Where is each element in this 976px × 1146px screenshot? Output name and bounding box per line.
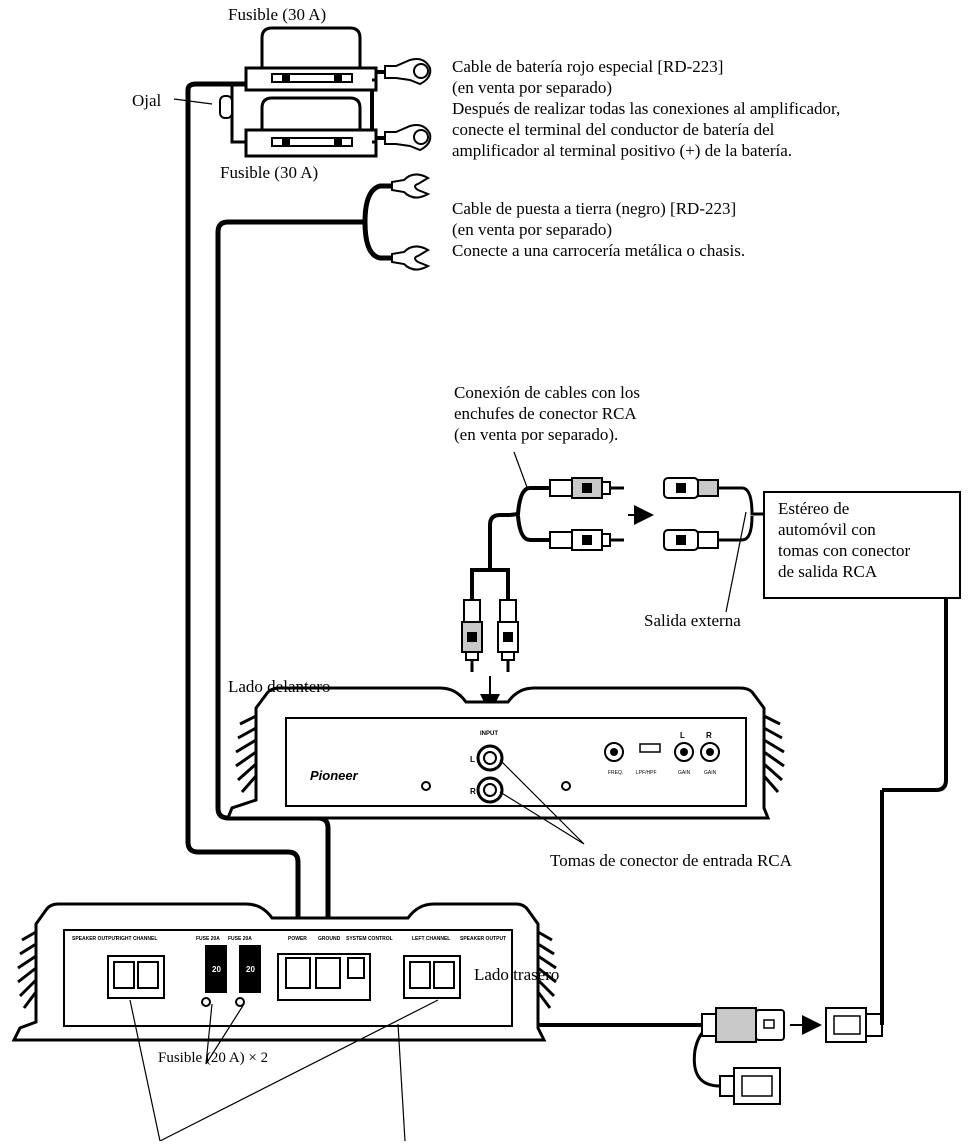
ground-cable-label: Cable de puesta a tierra (negro) [RD-223… <box>452 198 745 261</box>
remote-connector-female <box>701 1007 785 1043</box>
rca-cables-label: Conexión de cables con los enchufes de c… <box>454 382 640 445</box>
rca-input-cable <box>470 513 510 600</box>
rca-cables-line-3: (en venta por separado). <box>454 425 619 444</box>
ring-terminal-bottom <box>384 124 432 152</box>
svg-text:SPEAKER OUTPUT: SPEAKER OUTPUT <box>72 936 118 942</box>
svg-text:GAIN: GAIN <box>678 770 691 776</box>
rear-side-label: Lado trasero <box>474 965 560 984</box>
ring-terminal-top <box>384 58 432 86</box>
fuse-20a-label: Fusible (20 A) × 2 <box>158 1050 269 1066</box>
fork-terminal-top <box>391 173 431 199</box>
car-stereo-line-3: tomas con conector <box>778 541 911 560</box>
svg-text:L: L <box>680 731 685 740</box>
rca-jack-top-right <box>663 477 719 499</box>
svg-text:INPUT: INPUT <box>480 731 498 737</box>
rca-plug-vertical-right <box>497 599 519 672</box>
svg-text:20: 20 <box>246 965 255 974</box>
svg-text:GROUND: GROUND <box>318 936 341 942</box>
car-stereo-box <box>763 491 961 599</box>
svg-text:R: R <box>470 787 476 796</box>
amplifier-front-view: Pioneer INPUT L R FREQ. LPF/HPF L R GAIN… <box>225 686 785 820</box>
rca-cables-line-1: Conexión de cables con los <box>454 383 641 402</box>
remote-connector-male <box>825 1007 883 1043</box>
svg-text:SPEAKER OUTPUT: SPEAKER OUTPUT <box>460 936 506 942</box>
remote-cable <box>882 598 948 792</box>
svg-text:RIGHT CHANNEL: RIGHT CHANNEL <box>116 936 157 942</box>
pioneer-logo: Pioneer <box>310 768 359 783</box>
fuse-30a-bottom-label: Fusible (30 A) <box>220 163 319 182</box>
svg-text:POWER: POWER <box>288 936 307 942</box>
battery-cable-line-1: Cable de batería rojo especial [RD-223] <box>452 57 724 76</box>
fuse-holder-30a-bottom <box>244 96 378 158</box>
ground-cable <box>215 219 365 960</box>
svg-text:GAIN: GAIN <box>704 770 717 776</box>
fuse-holder-30a-top <box>244 26 378 92</box>
battery-cable <box>185 105 301 960</box>
rca-plug-vertical-left <box>461 599 483 672</box>
car-stereo-line-4: de salida RCA <box>778 562 878 581</box>
car-stereo-line-2: automóvil con <box>778 520 876 539</box>
grommet <box>219 95 233 119</box>
front-side-label: Lado delantero <box>228 677 331 696</box>
external-output-label: Salida externa <box>644 611 741 630</box>
battery-cable-line-2: (en venta por separado) <box>452 78 613 97</box>
fuse-20a-1 <box>205 945 227 993</box>
system-control-terminal <box>347 957 365 979</box>
svg-text:FUSE 20A: FUSE 20A <box>228 936 252 942</box>
svg-text:LEFT CHANNEL: LEFT CHANNEL <box>412 936 450 942</box>
battery-cable-line-4: conecte el terminal del conductor de bat… <box>452 120 775 139</box>
svg-text:FREQ.: FREQ. <box>608 770 623 776</box>
rca-plug-bottom-left <box>549 529 624 551</box>
amplifier-rear-view: SPEAKER OUTPUT RIGHT CHANNEL LEFT CHANNE… <box>11 902 557 1042</box>
rca-plug-top-left <box>549 477 624 499</box>
rca-jack-bottom-right <box>663 529 719 551</box>
fuse-20a-2 <box>239 945 261 993</box>
battery-cable-line-5: amplificador al terminal positivo (+) de… <box>452 141 793 160</box>
ground-terminal <box>315 957 341 989</box>
svg-text:R: R <box>706 731 712 740</box>
fork-terminal-bottom <box>391 245 431 271</box>
battery-cable-label: Cable de batería rojo especial [RD-223] … <box>452 56 840 161</box>
ground-cable-line-1: Cable de puesta a tierra (negro) [RD-223… <box>452 199 737 218</box>
battery-cable-line-3: Después de realizar todas las conexiones… <box>452 99 841 118</box>
svg-text:L: L <box>470 755 475 764</box>
ground-cable-line-2: (en venta por separado) <box>452 220 613 239</box>
ground-cable-line-3: Conecte a una carrocería metálica o chas… <box>452 241 746 260</box>
svg-text:LPF/HPF: LPF/HPF <box>636 770 657 776</box>
svg-text:20: 20 <box>212 965 221 974</box>
car-stereo-label: Estéreo de automóvil con tomas con conec… <box>778 498 910 582</box>
power-terminal <box>285 957 311 989</box>
rca-cables-line-2: enchufes de conector RCA <box>454 404 637 423</box>
grommet-label: Ojal <box>132 91 162 110</box>
svg-text:SYSTEM CONTROL: SYSTEM CONTROL <box>346 936 393 942</box>
lpf-hpf-switch <box>639 743 661 753</box>
car-stereo-line-1: Estéreo de <box>778 499 850 518</box>
fuse-30a-top-label: Fusible (30 A) <box>228 5 327 24</box>
rca-input-jacks-label: Tomas de conector de entrada RCA <box>550 851 792 870</box>
svg-text:FUSE 20A: FUSE 20A <box>196 936 220 942</box>
remote-connector-branch <box>719 1067 781 1105</box>
